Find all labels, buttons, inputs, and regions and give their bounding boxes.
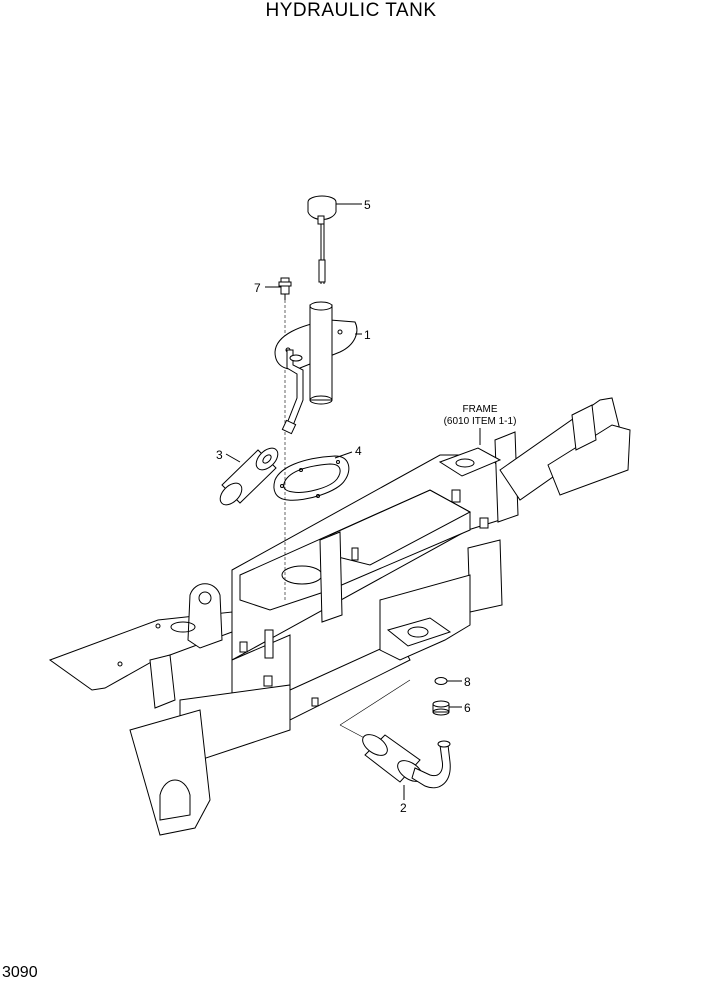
callout-3: 3 [216, 448, 223, 462]
part-6-plug [432, 700, 450, 716]
page-title: HYDRAULIC TANK [265, 0, 437, 21]
callout-7: 7 [254, 281, 261, 295]
callout-4: 4 [355, 444, 362, 458]
callout-5: 5 [364, 198, 371, 212]
callout-6: 6 [464, 701, 471, 715]
callout-2: 2 [400, 801, 407, 815]
part-3-strainer [219, 447, 279, 506]
part-8-o-ring [434, 677, 448, 685]
part-1-filler-neck [274, 301, 358, 435]
frame-assembly [48, 397, 631, 836]
callout-8: 8 [464, 675, 471, 689]
part-5-cap-dipstick [307, 195, 337, 284]
page-number: 3090 [2, 964, 38, 981]
frame-note-line2: (6010 ITEM 1-1) [444, 416, 517, 427]
callout-1: 1 [364, 328, 371, 342]
frame-note-line1: FRAME [463, 404, 498, 415]
leader-lines [225, 203, 481, 800]
part-2-return-filter [339, 679, 451, 789]
part-4-gasket [273, 432, 350, 600]
